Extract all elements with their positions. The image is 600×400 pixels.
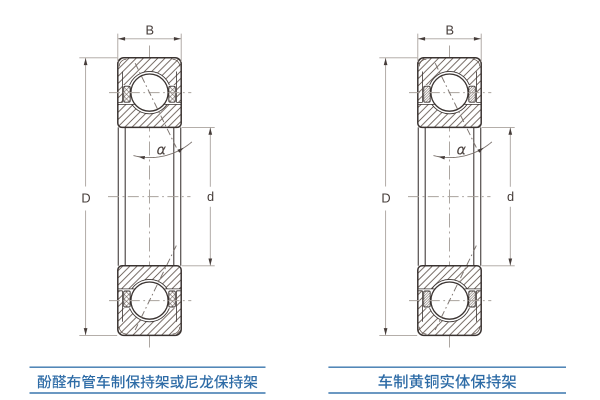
width-label: B	[446, 23, 455, 38]
corner-chamfer-arc	[118, 58, 127, 67]
contact-angle-annotation: α	[433, 141, 493, 160]
extension-lines	[481, 126, 515, 267]
corner-chamfer-arc	[172, 326, 181, 335]
dimension-outer-diameter: D	[379, 57, 418, 336]
extension-lines	[117, 33, 182, 62]
centerlines-2	[108, 62, 192, 331]
cage-pocket-left	[423, 290, 431, 308]
contact-angle-line	[434, 62, 477, 148]
caption-left-bearing: 酚醛布管车制保持架或尼龙保持架	[29, 366, 266, 394]
corner-chamfer-arc	[118, 326, 127, 335]
contact-angle-label: α	[457, 142, 467, 158]
contact-angle-label: α	[157, 142, 167, 158]
extension-lines	[417, 33, 482, 62]
corner-chamfer-arc	[418, 326, 427, 335]
caption-right-bearing: 车制黄铜实体保持架	[328, 366, 566, 394]
cage-pocket-right	[168, 290, 176, 308]
dimension-width: B	[417, 23, 482, 62]
bore-label: d	[507, 189, 514, 204]
contact-angle-line	[434, 245, 477, 331]
corner-chamfer-arc	[472, 58, 481, 67]
corner-chamfer-arc	[472, 326, 481, 335]
cage-pocket-left	[123, 290, 131, 308]
cage-pocket-right	[468, 290, 476, 308]
caption-glyphs	[37, 374, 258, 389]
caption-glyphs	[378, 374, 517, 389]
cage-pocket-right	[468, 85, 476, 103]
corner-chamfer-arc	[172, 58, 181, 67]
contact-angle-line	[134, 62, 177, 148]
cage-pocket-right	[168, 85, 176, 103]
dimension-width: B	[117, 23, 182, 62]
width-label: B	[146, 23, 155, 38]
contact-angle-annotation: α	[133, 141, 193, 160]
extension-lines	[181, 126, 215, 267]
dimension-bore: d	[481, 126, 515, 267]
cage-pocket-left	[423, 85, 431, 103]
corner-chamfer-arc	[418, 58, 427, 67]
dimension-outer-diameter: D	[79, 57, 118, 336]
cage-pocket-left	[123, 85, 131, 103]
bore-label: d	[207, 189, 214, 204]
outer-diameter-label: D	[381, 191, 390, 206]
outer-diameter-label: D	[81, 191, 90, 206]
lower-ring-section	[117, 265, 182, 337]
dimension-bore: d	[181, 126, 215, 267]
contact-angle-line	[134, 245, 177, 331]
centerlines-2	[408, 62, 492, 331]
